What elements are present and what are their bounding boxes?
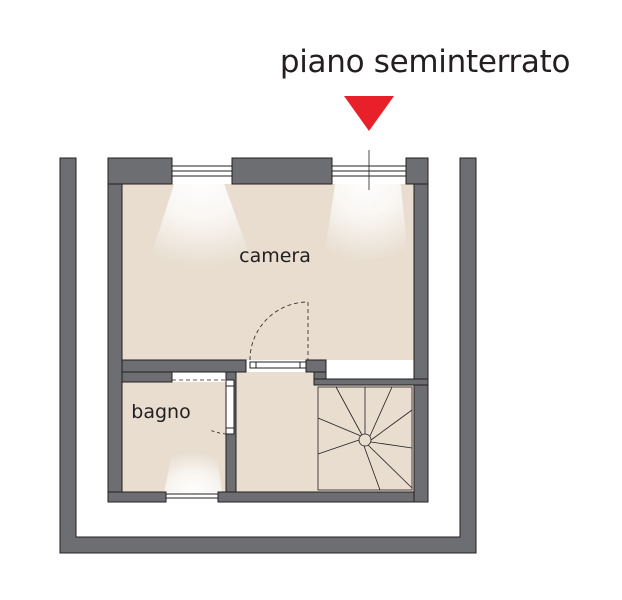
window-light-bagno [164,444,222,492]
spiral-stair [317,386,413,491]
outer-wall [59,157,477,554]
room-label-bagno: bagno [131,401,190,423]
plan-title: piano seminterrato [280,44,570,80]
orientation-marker-icon [344,96,394,131]
room-label-camera: camera [239,245,311,267]
door-bagno [172,379,235,435]
window-light-left [144,178,258,278]
stair-floor [314,385,414,492]
door-camera [249,301,309,369]
corridor-floor [236,372,314,492]
window-light-right [322,178,410,272]
